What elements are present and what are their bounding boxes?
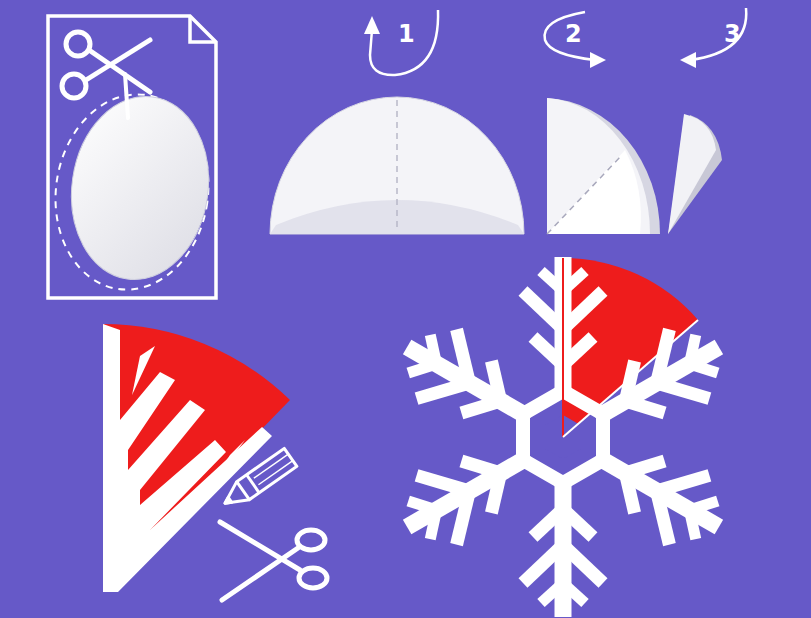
step-number: 1 <box>398 22 415 46</box>
step-number: 3 <box>724 22 741 46</box>
paper-sheet <box>43 16 221 300</box>
quarter-fold <box>547 98 660 234</box>
scissors-icon <box>220 522 327 600</box>
fold-arrow <box>364 10 438 75</box>
sixth-fold <box>668 114 722 234</box>
scissors-icon <box>62 32 150 118</box>
half-fold <box>270 97 524 234</box>
step-number: 2 <box>565 22 582 46</box>
fold-arrow <box>680 8 746 68</box>
cut-pattern-wedge <box>103 324 290 592</box>
pencil-icon <box>219 448 297 512</box>
fold-arrow <box>545 12 607 68</box>
snowflake <box>387 257 739 617</box>
